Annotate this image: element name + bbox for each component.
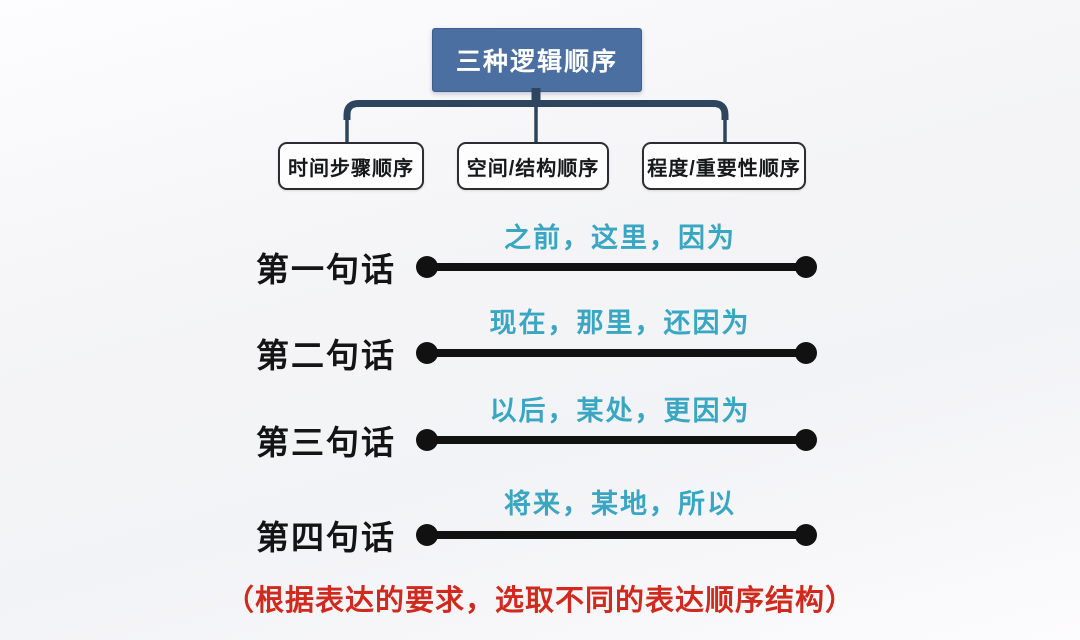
branch-box-space-structure-order: 空间/结构顺序 (457, 142, 609, 190)
branch-box-degree-importance-order: 程度/重要性顺序 (642, 142, 806, 190)
branch-label: 空间/结构顺序 (466, 157, 600, 180)
branch-box-time-step-order: 时间步骤顺序 (278, 142, 424, 190)
sentence-1-timeline (427, 263, 806, 271)
sentence-2-annotation: 现在，那里，还因为 (489, 308, 751, 338)
sentence-4-timeline (427, 531, 806, 539)
sentence-1-label: 第一句话 (256, 251, 396, 288)
timeline-endpoint-dot (416, 256, 438, 278)
root-node-label: 三种逻辑顺序 (455, 48, 618, 76)
root-node-box: 三种逻辑顺序 (432, 28, 642, 92)
footnote-text: （根据表达的要求，选取不同的表达顺序结构） (224, 585, 855, 617)
sentence-1-annotation: 之前，这里，因为 (504, 223, 736, 253)
timeline-endpoint-dot (416, 342, 438, 364)
sentence-3-label: 第三句话 (256, 424, 396, 461)
sentence-2-timeline (427, 349, 806, 357)
timeline-endpoint-dot (416, 524, 438, 546)
timeline-endpoint-dot (795, 524, 817, 546)
sentence-4-annotation: 将来，某地，所以 (504, 489, 736, 519)
timeline-endpoint-dot (795, 342, 817, 364)
tree-connector-lines (343, 88, 729, 143)
sentence-4-label: 第四句话 (256, 519, 396, 556)
sentence-2-label: 第二句话 (256, 337, 396, 374)
branch-label: 程度/重要性顺序 (647, 157, 801, 180)
timeline-endpoint-dot (795, 256, 817, 278)
timeline-endpoint-dot (795, 429, 817, 451)
sentence-3-timeline (427, 436, 806, 444)
sentence-3-annotation: 以后，某处，更因为 (489, 396, 751, 426)
branch-label: 时间步骤顺序 (288, 157, 414, 180)
timeline-endpoint-dot (416, 429, 438, 451)
